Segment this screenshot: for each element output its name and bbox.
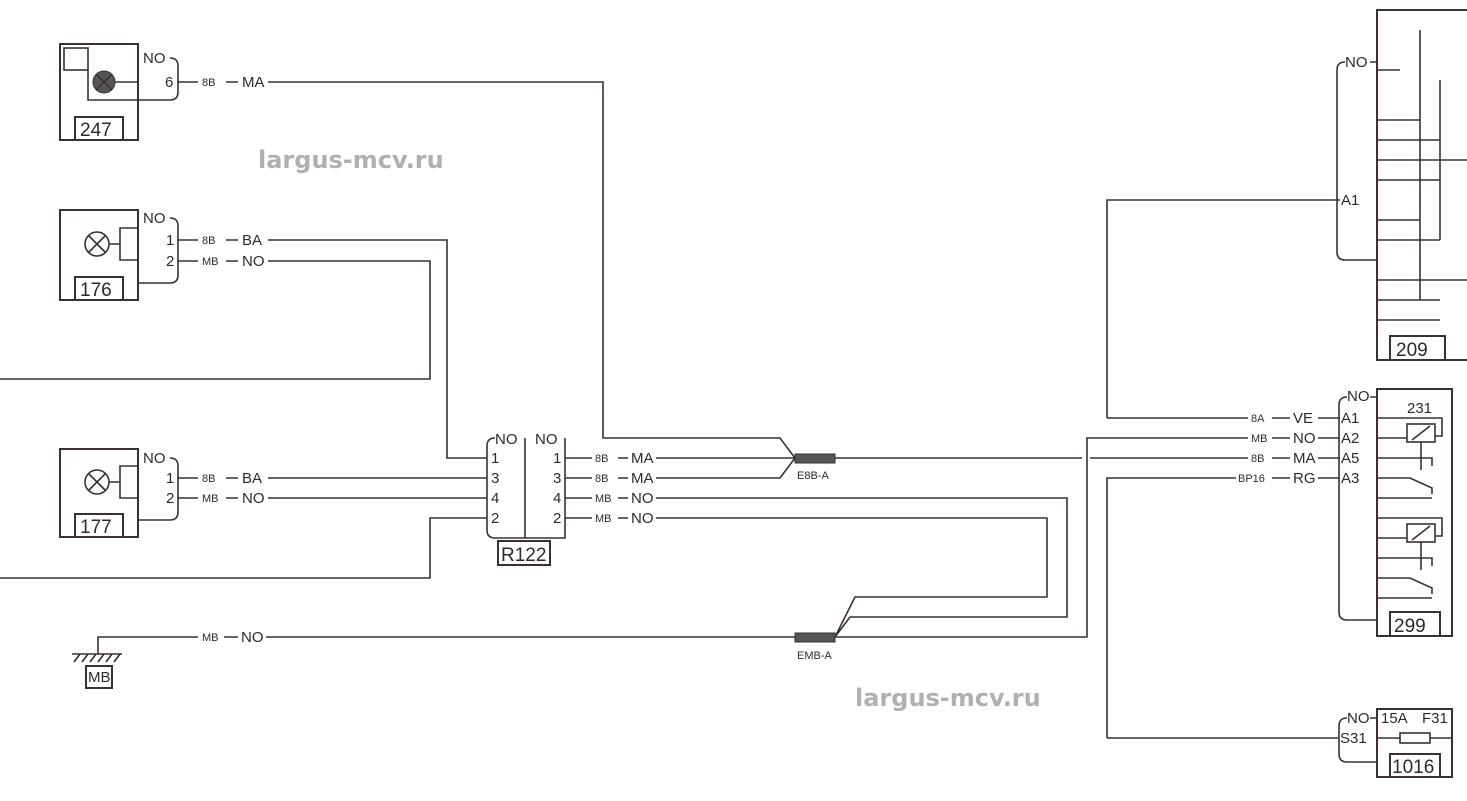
wire-color: NO xyxy=(241,629,264,646)
pin-label: 3 xyxy=(553,470,561,487)
wire-color: NO xyxy=(1293,430,1316,447)
ground-label: NO xyxy=(1347,710,1370,727)
wire-code: 8B xyxy=(202,77,215,89)
splice-e8b-a: E8B-A xyxy=(794,453,1340,482)
pin-label: 4 xyxy=(553,490,561,507)
pin-label: A1 xyxy=(1341,192,1359,209)
relay-icon xyxy=(1377,417,1443,599)
pin-label: 2 xyxy=(166,490,174,507)
wire-color: BA xyxy=(242,232,262,249)
connector-r122: R122 NO NO 1 3 4 2 1 3 4 2 8B MA 8B MA M… xyxy=(486,431,1068,638)
component-247: 247 NO 6 8B MA xyxy=(59,43,796,459)
pin-label: A2 xyxy=(1341,430,1359,447)
pin-label: 1 xyxy=(166,232,174,249)
wire-code: 8B xyxy=(202,235,215,247)
fuse-icon xyxy=(1399,732,1431,744)
wire-code: MB xyxy=(202,632,219,644)
pin-label: 4 xyxy=(491,490,499,507)
pin-label: A1 xyxy=(1341,410,1359,427)
wire-color: NO xyxy=(631,490,654,507)
component-id: 1016 xyxy=(1392,757,1434,778)
component-id: R122 xyxy=(501,545,546,566)
component-1016: 1016 NO 15A F31 S31 xyxy=(1107,708,1453,778)
wire-code: BP16 xyxy=(1238,473,1265,485)
component-299: 299 231 NO A1 A2 A5 A3 8A VE MB NO 8B MA… xyxy=(1106,388,1453,738)
fuse-id: F31 xyxy=(1422,710,1448,727)
relay-label: 231 xyxy=(1407,400,1432,417)
component-id: 299 xyxy=(1394,616,1426,637)
component-id: 177 xyxy=(80,517,112,538)
ground-label: NO xyxy=(1345,54,1368,71)
wire-code: 8B xyxy=(595,453,608,465)
wire-code: 8B xyxy=(202,473,215,485)
pin-label: 1 xyxy=(553,450,561,467)
headlamp-icon xyxy=(63,47,89,71)
wire-code: MB xyxy=(595,513,612,525)
splice-label: E8B-A xyxy=(797,470,829,482)
component-177: 177 NO 1 2 8B BA MB NO xyxy=(0,448,487,579)
component-id: 247 xyxy=(80,120,112,141)
ground-label: NO xyxy=(143,210,166,227)
component-id: 176 xyxy=(80,280,112,301)
wire-code: 8B xyxy=(595,473,608,485)
pin-label: S31 xyxy=(1340,730,1367,747)
pin-label: 2 xyxy=(491,510,499,527)
splice-label: EMB-A xyxy=(797,650,833,662)
pin-label: 6 xyxy=(165,74,173,91)
wire-color: VE xyxy=(1293,410,1313,427)
pin-label: 2 xyxy=(553,510,561,527)
wire-color: MA xyxy=(631,470,654,487)
ground-label: NO xyxy=(535,431,558,448)
wire-color: MA xyxy=(631,450,654,467)
fuse-rating: 15A xyxy=(1381,710,1408,727)
ground-mb: MB MB NO xyxy=(72,629,795,689)
pin-label: A3 xyxy=(1341,470,1359,487)
wire-color: BA xyxy=(242,470,262,487)
wire-code: MB xyxy=(202,493,219,505)
splice-emb-a: EMB-A xyxy=(794,437,1340,662)
component-176: 176 NO 1 2 8B BA MB NO xyxy=(0,209,487,459)
wire-code: MB xyxy=(202,256,219,268)
wire-color: RG xyxy=(1293,470,1316,487)
ground-label: NO xyxy=(143,50,166,67)
wire-code: MB xyxy=(1251,433,1268,445)
wire-color: NO xyxy=(242,253,265,270)
wire-color: MA xyxy=(1293,450,1316,467)
wire-color: NO xyxy=(631,510,654,527)
wire-code: 8A xyxy=(1251,413,1265,425)
ground-label: NO xyxy=(1347,388,1370,405)
watermark-bottom: largus-mcv.ru xyxy=(855,684,1041,712)
pin-label: 1 xyxy=(166,470,174,487)
component-209: 209 NO A1 xyxy=(1106,9,1467,418)
wire-code: 8B xyxy=(1251,453,1264,465)
wire-color: MA xyxy=(242,74,265,91)
ground-label: NO xyxy=(143,450,166,467)
pin-label: 3 xyxy=(491,470,499,487)
pin-label: 2 xyxy=(166,253,174,270)
wire-code: MB xyxy=(595,493,612,505)
ground-id: MB xyxy=(88,669,111,686)
switch-contacts-icon xyxy=(1377,30,1467,321)
watermark-top: largus-mcv.ru xyxy=(258,146,444,174)
component-id: 209 xyxy=(1396,340,1428,361)
pin-label: A5 xyxy=(1341,450,1359,467)
wire-color: NO xyxy=(242,490,265,507)
pin-label: 1 xyxy=(491,450,499,467)
ground-label: NO xyxy=(495,431,518,448)
